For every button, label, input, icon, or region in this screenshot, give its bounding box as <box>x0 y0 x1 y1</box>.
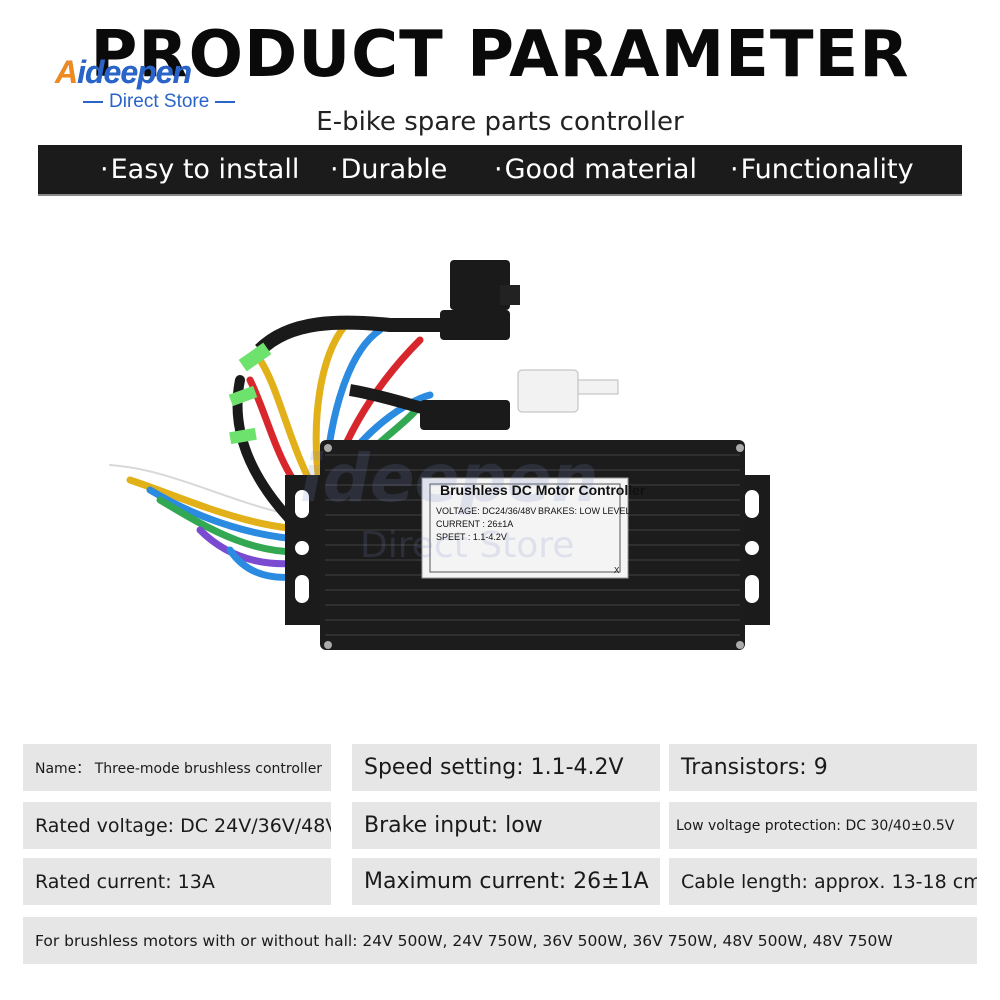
label-speed: SPEET : 1.1-4.2V <box>436 532 507 542</box>
label-brakes: BRAKES: LOW LEVEL <box>538 506 631 516</box>
spec-motors: For brushless motors with or without hal… <box>23 917 977 964</box>
spec-transistors: Transistors: 9 <box>669 744 977 791</box>
page-subtitle: E-bike spare parts controller <box>316 107 684 137</box>
spec-cable-length: Cable length: approx. 13-18 cm <box>669 858 977 905</box>
brand-logo: Aideepen Direct Store <box>55 52 280 118</box>
label-voltage: VOLTAGE: DC24/36/48V <box>436 506 537 516</box>
spec-low-voltage: Low voltage protection: DC 30/40±0.5V <box>669 802 977 849</box>
label-title: Brushless DC Motor Controller <box>440 482 646 498</box>
feature-item: Durable <box>330 145 448 194</box>
feature-item: Good material <box>494 145 697 194</box>
feature-item: Functionality <box>730 145 914 194</box>
spec-max-current: Maximum current: 26±1A <box>352 858 660 905</box>
spec-rated-voltage: Rated voltage: DC 24V/36V/48V <box>23 802 331 849</box>
spec-name: Name： Three-mode brushless controller <box>23 744 331 791</box>
label-mark: X <box>614 566 620 575</box>
page-title: PRODUCT PARAMETER <box>90 18 910 92</box>
spec-brake-input: Brake input: low <box>352 802 660 849</box>
feature-item: Easy to install <box>100 145 300 194</box>
label-current: CURRENT : 26±1A <box>436 519 514 529</box>
spec-speed-setting: Speed setting: 1.1-4.2V <box>352 744 660 791</box>
controller-image <box>105 260 770 650</box>
logo-name: Aideepen <box>55 54 192 90</box>
feature-bar: Easy to install Durable Good material Fu… <box>38 145 962 196</box>
spec-rated-current: Rated current: 13A <box>23 858 331 905</box>
logo-tagline: Direct Store <box>77 90 241 114</box>
